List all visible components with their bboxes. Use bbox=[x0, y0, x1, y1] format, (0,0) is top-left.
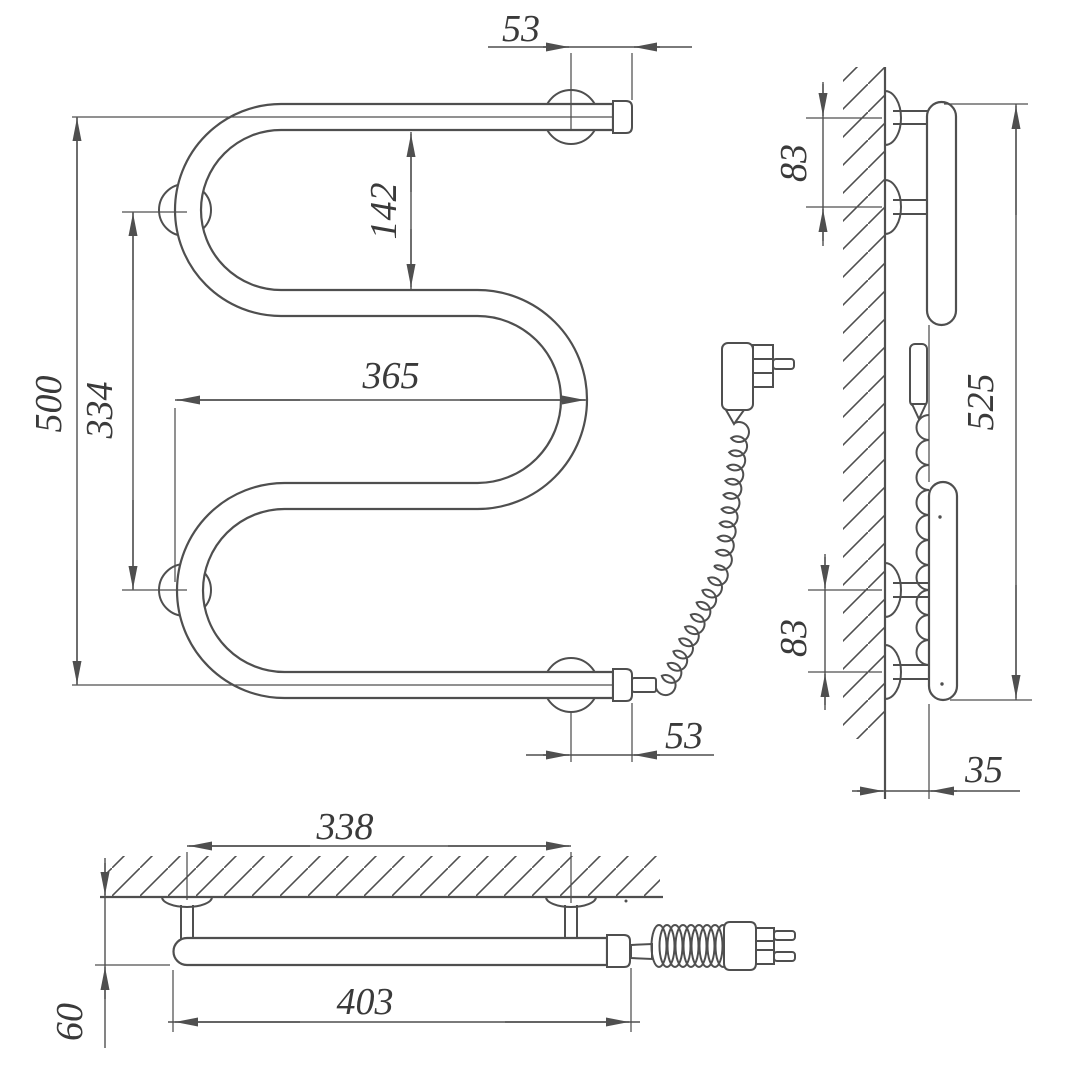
dimension-wall-offset: 60 bbox=[49, 858, 170, 1048]
dim-front-bottom-end-offset: 53 bbox=[665, 715, 703, 757]
dim-front-top-end-offset: 53 bbox=[502, 8, 540, 50]
plug-pin-block bbox=[752, 344, 774, 388]
stray-dot bbox=[624, 899, 628, 903]
power-plug-side bbox=[909, 343, 928, 422]
dim-front-bracket-spacing: 334 bbox=[79, 382, 121, 440]
coiled-cable bbox=[713, 421, 750, 571]
dim-bottom-wall-offset: 60 bbox=[49, 1003, 91, 1041]
plug-body bbox=[723, 921, 757, 971]
dim-bottom-bracket-spacing: 338 bbox=[316, 806, 374, 848]
coiled-cable bbox=[655, 564, 729, 697]
bottom-view: 338 60 403 bbox=[49, 806, 796, 1048]
wall-brackets-bottom bbox=[161, 896, 597, 939]
center-dot bbox=[940, 682, 944, 686]
cable-connector bbox=[630, 942, 653, 961]
dimension-overall-height: 500 bbox=[28, 117, 82, 685]
cable-connector bbox=[631, 677, 657, 693]
dim-front-overall-height: 500 bbox=[28, 376, 70, 433]
rail-tube-bottom bbox=[172, 936, 609, 967]
coiled-cable-side bbox=[915, 414, 930, 666]
bracket-flange-icon bbox=[884, 562, 902, 618]
coiled-cable-bottom bbox=[650, 924, 732, 968]
end-cap bbox=[612, 100, 633, 134]
dimension-upper-bracket-gap: 83 bbox=[773, 82, 882, 246]
plug-pin bbox=[773, 930, 796, 941]
coil-loop bbox=[706, 924, 724, 968]
side-view: 83 525 83 35 bbox=[773, 67, 1032, 799]
dimension-lower-bracket-gap: 83 bbox=[773, 554, 882, 710]
end-cap bbox=[606, 934, 631, 968]
dimension-bracket-spacing: 334 bbox=[79, 211, 187, 591]
bracket-flange-icon bbox=[884, 644, 902, 700]
center-dot bbox=[938, 515, 942, 519]
dimension-side-overall-height: 525 bbox=[944, 103, 1032, 701]
plug-pin-block bbox=[755, 927, 775, 965]
wall-brackets bbox=[884, 90, 929, 700]
bracket-flange-icon bbox=[884, 179, 902, 235]
plug-pin bbox=[773, 951, 796, 962]
plug-body-side bbox=[909, 343, 928, 407]
wall-hatching bbox=[843, 67, 885, 739]
towel-rail-tube bbox=[173, 102, 615, 700]
plug-body bbox=[721, 342, 754, 411]
end-cap bbox=[612, 668, 633, 702]
dimension-top-end-offset: 53 bbox=[488, 8, 692, 131]
wall-hatching bbox=[103, 856, 660, 897]
bracket-flange-icon bbox=[545, 896, 597, 908]
dim-front-top-gap: 142 bbox=[363, 183, 405, 240]
dimension-bottom-bracket-spacing: 338 bbox=[186, 806, 572, 903]
power-plug bbox=[721, 342, 795, 426]
plug-cable-exit bbox=[724, 409, 746, 426]
dim-side-upper-bracket-gap: 83 bbox=[773, 144, 815, 182]
bracket-flange-icon bbox=[884, 90, 902, 146]
bracket-flange-icon bbox=[161, 896, 213, 908]
dim-front-middle-width: 365 bbox=[362, 355, 420, 397]
rail-tube-side-lower bbox=[927, 480, 959, 702]
dimension-wall-clearance: 35 bbox=[852, 704, 1020, 799]
dim-bottom-overall-length: 403 bbox=[337, 981, 394, 1023]
plug-pin bbox=[772, 358, 795, 370]
dimension-top-gap: 142 bbox=[363, 132, 416, 289]
dim-side-wall-clearance: 35 bbox=[964, 749, 1003, 791]
dimension-middle-width: 365 bbox=[174, 355, 587, 582]
dim-side-lower-bracket-gap: 83 bbox=[773, 619, 815, 657]
power-plug-bottom bbox=[723, 921, 796, 971]
dim-side-overall-height: 525 bbox=[960, 374, 1002, 431]
plug-cable-exit bbox=[910, 403, 928, 422]
rail-tube-side-upper bbox=[925, 100, 958, 327]
front-view: 500 334 142 365 bbox=[28, 8, 795, 762]
dimension-bottom-end-offset: 53 bbox=[526, 703, 714, 762]
dimension-overall-length: 403 bbox=[168, 968, 640, 1032]
